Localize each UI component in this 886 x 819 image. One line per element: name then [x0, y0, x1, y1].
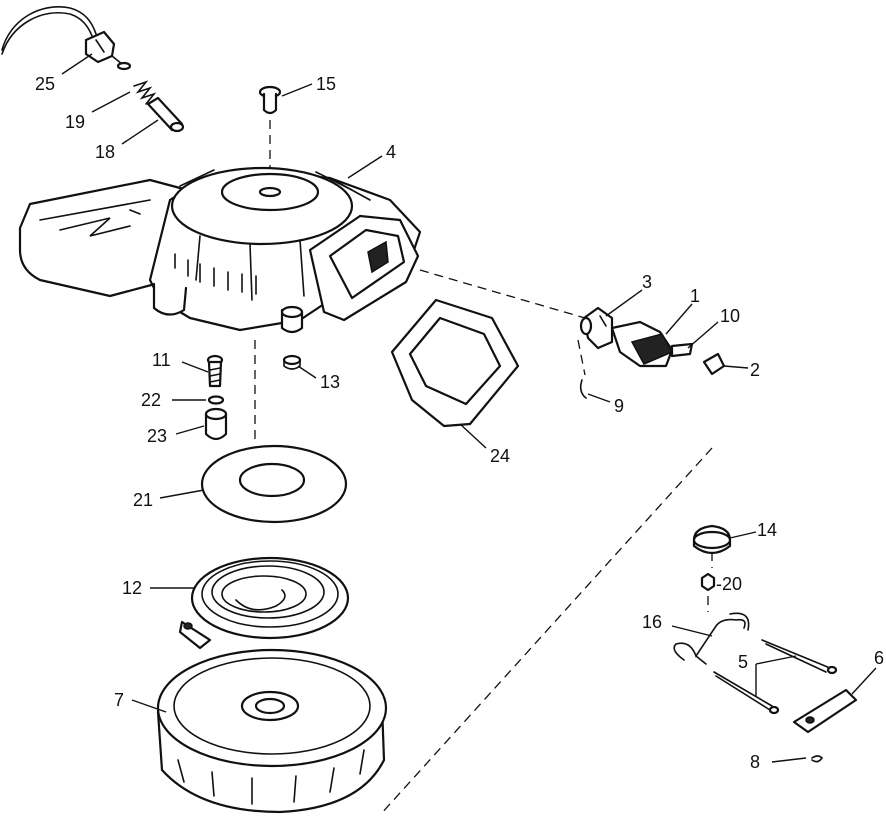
part-19-spring — [133, 80, 157, 105]
leader-3 — [605, 289, 643, 317]
part-18-pin — [146, 96, 185, 133]
callout-16: 16 — [642, 612, 662, 632]
part-24-gasket — [390, 298, 520, 428]
callout-21: 21 — [133, 490, 153, 510]
leader-9 — [587, 393, 611, 403]
leader-lines — [61, 53, 877, 763]
callout-10: 10 — [720, 306, 740, 326]
leader-8 — [771, 757, 807, 763]
callout-6: 6 — [874, 648, 884, 668]
leader-1 — [665, 303, 693, 335]
part-25-cable-connector — [1, 6, 132, 71]
part-3-guide — [579, 306, 614, 350]
callout-11: 11 — [152, 350, 171, 370]
part-2-clip — [702, 352, 726, 376]
leader-2 — [723, 365, 749, 369]
part-13-nut — [282, 354, 302, 370]
callout-4: 4 — [386, 142, 396, 162]
callout-5: 5 — [738, 652, 748, 672]
callout-2: 2 — [750, 360, 760, 380]
part-20-nut — [700, 572, 716, 592]
callout-25: 25 — [35, 74, 55, 94]
leader-13 — [297, 365, 317, 379]
callout-3: 3 — [642, 272, 652, 292]
callout-8: 8 — [750, 752, 760, 772]
part-1-handle — [610, 320, 674, 368]
part-12-recoil-spring — [178, 556, 350, 650]
leader-16 — [671, 625, 713, 637]
part-15-screw — [258, 85, 282, 115]
leader-21 — [159, 489, 205, 499]
callout-1: 1 — [690, 286, 700, 306]
callout-22: 22 — [141, 390, 161, 410]
part-10-insert — [670, 342, 694, 358]
part-8-clip — [811, 755, 824, 763]
part-7-pulley — [156, 648, 388, 814]
leader-6 — [851, 667, 877, 695]
axis-clip-9 — [577, 339, 586, 376]
leader-18 — [121, 119, 159, 145]
callout-19: 19 — [65, 112, 85, 132]
part-5-springs — [713, 639, 838, 715]
part-11-bolt — [206, 354, 224, 388]
callout-20: -20 — [716, 574, 742, 594]
leader-19 — [91, 91, 131, 113]
assembly-axes — [254, 120, 713, 816]
part-6-pawl — [792, 688, 858, 734]
callout-14: 14 — [757, 520, 777, 540]
axis-handle — [419, 269, 586, 319]
leader-25 — [61, 53, 93, 75]
axis-diagonal-lower — [379, 447, 713, 816]
part-22-washer — [207, 395, 225, 405]
leader-24 — [459, 423, 487, 449]
leader-7 — [131, 699, 167, 713]
leader-14 — [729, 531, 757, 539]
part-16-pawl-spring — [673, 612, 750, 665]
leader-5a — [755, 655, 797, 665]
leader-4 — [347, 155, 383, 179]
part-14-cap — [692, 524, 732, 555]
leader-11 — [181, 361, 209, 373]
part-4-starter-housing — [18, 166, 422, 334]
part-21-disc — [200, 444, 348, 524]
callout-15: 15 — [316, 74, 336, 94]
part-23-bushing — [204, 407, 228, 441]
leader-10 — [687, 321, 719, 349]
callout-24: 24 — [490, 446, 510, 466]
part-9-pin — [579, 379, 587, 399]
callout-12: 12 — [122, 578, 142, 598]
callout-labels: 25 19 18 15 4 3 1 10 2 9 11 22 23 13 24 … — [35, 74, 884, 772]
leader-23 — [175, 425, 205, 435]
callout-9: 9 — [614, 396, 624, 416]
leader-15 — [281, 83, 313, 97]
callout-18: 18 — [95, 142, 115, 162]
callout-7: 7 — [114, 690, 124, 710]
callout-23: 23 — [147, 426, 167, 446]
callout-13: 13 — [320, 372, 340, 392]
